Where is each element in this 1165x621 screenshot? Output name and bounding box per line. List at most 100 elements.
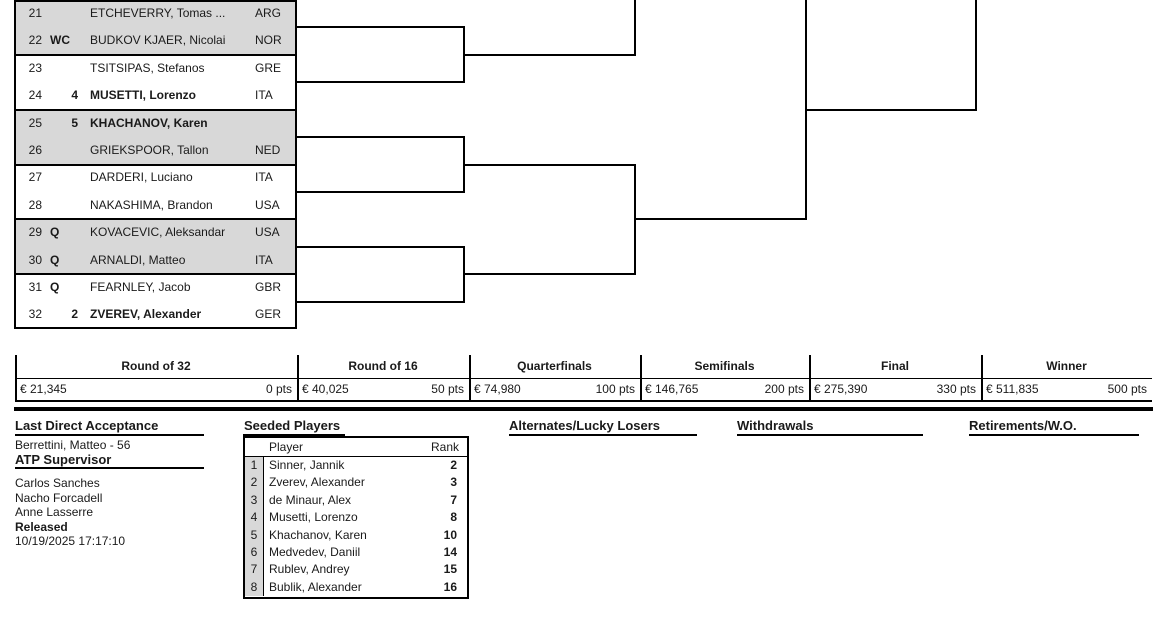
draw-position: 31 (28, 279, 42, 294)
prize-values: € 511,835 500 pts (981, 378, 1152, 400)
pair-band (14, 219, 297, 275)
player-name: ZVEREV, Alexander (90, 307, 202, 322)
seeded-player-name: Musetti, Lorenzo (269, 510, 358, 525)
seed-cell: 4 (245, 509, 264, 527)
r32-winner-line (297, 245, 465, 248)
retirements-heading: Retirements/W.O. (969, 418, 1077, 433)
draw-position: 29 (28, 225, 42, 240)
draw-row: 31 Q FEARNLEY, Jacob GBR (14, 274, 297, 301)
section-separator (14, 406, 1153, 411)
seeded-player-name: Bublik, Alexander (269, 579, 362, 594)
draw-row: 25 5 KHACHANOV, Karen (14, 110, 297, 137)
player-name: TSITSIPAS, Stefanos (90, 60, 205, 75)
country-code: USA (255, 197, 280, 212)
seeded-player-rank: 2 (450, 458, 457, 472)
player-name: BUDKOV KJAER, Nicolai (90, 33, 226, 48)
seeded-player-row: 2 Zverev, Alexander 3 (245, 474, 467, 492)
country-code: ITA (255, 170, 273, 185)
seeded-player-name: de Minaur, Alex (269, 492, 352, 507)
seeded-player-rank: 7 (450, 492, 457, 507)
seed-number (54, 219, 78, 246)
draw-position: 25 (28, 115, 42, 130)
seeded-player-row: 8 Bublik, Alexander 16 (245, 578, 467, 597)
seed-number (54, 55, 78, 82)
seeded-player-name: Sinner, Jannik (269, 458, 345, 472)
pair-separator (14, 163, 297, 166)
player-name: KOVACEVIC, Aleksandar (90, 225, 226, 240)
draw-position: 30 (28, 252, 42, 267)
prize-header-rule (15, 377, 1152, 379)
bracket-connector (634, 0, 636, 56)
table-border-top (14, 0, 297, 2)
seed-number (54, 164, 78, 191)
heading-underline (15, 433, 204, 436)
draw-position: 23 (28, 60, 42, 75)
draw-row: 23 TSITSIPAS, Stefanos GRE (14, 55, 297, 82)
player-name: GRIEKSPOOR, Tallon (90, 142, 209, 157)
draw-position: 24 (28, 88, 42, 103)
seeded-player-rank: 16 (443, 579, 457, 594)
alternates-heading: Alternates/Lucky Losers (509, 418, 661, 433)
seeded-player-row: 5 Khachanov, Karen 10 (245, 526, 467, 544)
seed-cell: 8 (245, 578, 264, 597)
country-code: NED (255, 142, 281, 157)
player-name: MUSETTI, Lorenzo (90, 88, 196, 103)
seed-number (54, 247, 78, 274)
round-label: Quarterfinals (517, 359, 592, 373)
seed-number (54, 137, 78, 164)
seeded-players-heading: Seeded Players (244, 418, 341, 433)
supervisor-name: Nacho Forcadell (15, 490, 103, 505)
seed-number (54, 274, 78, 301)
pair-separator (14, 218, 297, 221)
pair-separator (14, 53, 297, 56)
semifinal-winner-line (805, 108, 977, 111)
round-points: 100 pts (595, 382, 635, 396)
prize-column: Round of 32 € 21,345 0 pts (15, 355, 297, 401)
seeded-player-row: 7 Rublev, Andrey 15 (245, 561, 467, 579)
player-name: ETCHEVERRY, Tomas ... (90, 6, 226, 20)
pair-separator (14, 273, 297, 276)
seed-number (54, 192, 78, 219)
r32-winner-line (297, 81, 465, 84)
pair-band (14, 0, 297, 55)
player-name: KHACHANOV, Karen (90, 115, 208, 130)
seed-number: 2 (71, 307, 78, 322)
seeded-players-rows: 1 Sinner, Jannik 2 2 Zverev, Alexander 3… (245, 457, 467, 597)
heading-underline (15, 467, 204, 469)
draw-row: 29 Q KOVACEVIC, Aleksandar USA (14, 219, 297, 246)
seed-number: 4 (71, 88, 78, 103)
prize-values: € 74,980 100 pts (469, 378, 640, 400)
seeded-player-name: Rublev, Andrey (269, 562, 350, 577)
prize-values: € 275,390 330 pts (809, 378, 981, 400)
draw-position: 22 (28, 33, 42, 48)
player-name: DARDERI, Luciano (90, 170, 193, 185)
bracket-connector (975, 0, 977, 111)
draw-row: 21 ETCHEVERRY, Tomas ... ARG (14, 0, 297, 27)
draw-position: 21 (28, 6, 42, 20)
prize-money: € 21,345 (20, 382, 67, 396)
seeded-player-rank: 3 (450, 475, 457, 490)
heading-underline (243, 433, 345, 436)
r32-winner-line (297, 190, 465, 193)
round-label: Winner (1046, 359, 1087, 373)
seeded-player-name: Khachanov, Karen (269, 527, 367, 542)
r16-winner-line (463, 273, 636, 276)
r32-winner-line (297, 26, 465, 29)
table-border-bottom (14, 327, 297, 329)
seed-cell: 3 (245, 491, 264, 510)
supervisor-name: Carlos Sanches (15, 476, 100, 490)
draw-position: 26 (28, 142, 42, 157)
prize-column: Round of 16 € 40,025 50 pts (297, 355, 469, 401)
player-name: FEARNLEY, Jacob (90, 279, 191, 294)
seeded-player-rank: 8 (450, 510, 457, 525)
round-label: Round of 16 (348, 359, 418, 373)
rank-column-header: Rank (430, 440, 459, 454)
seed-number (54, 0, 78, 27)
prize-money: € 511,835 (986, 382, 1039, 396)
round-points: 50 pts (431, 382, 464, 396)
seeded-players-header: Player Rank (245, 438, 467, 457)
draw-table: 21 ETCHEVERRY, Tomas ... ARG 22 WC BUDKO… (14, 0, 297, 329)
draw-row: 24 4 MUSETTI, Lorenzo ITA (14, 82, 297, 109)
seed-cell: 2 (245, 474, 264, 492)
